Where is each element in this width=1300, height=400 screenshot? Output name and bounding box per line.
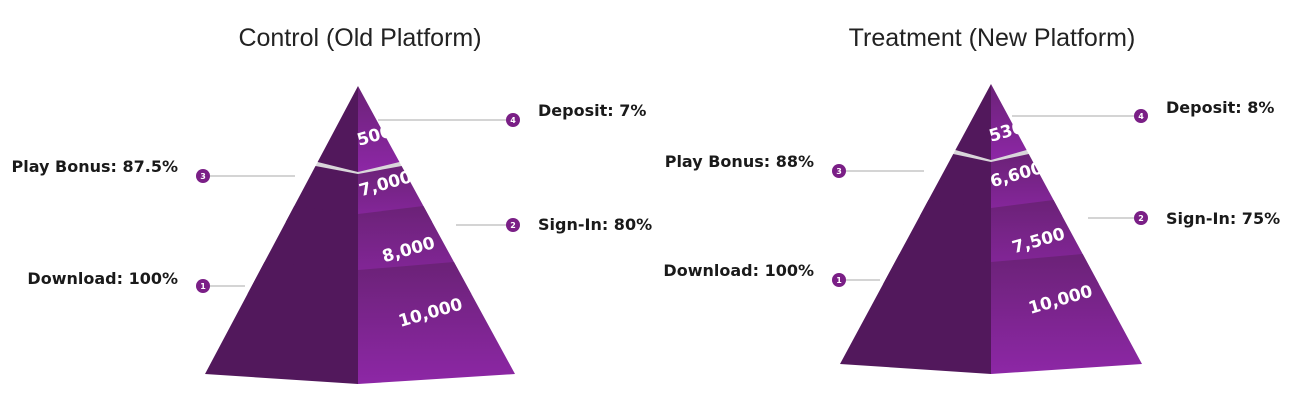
tier-left-face [840,254,991,374]
stage-label: Play Bonus: 87.5% [12,157,178,176]
step-badge-number: 4 [510,116,516,125]
stage-label: Play Bonus: 88% [665,152,814,171]
tier-left-face [317,86,358,172]
step-badge [1134,109,1148,123]
tier-right-face [991,84,1027,160]
stage-label: Sign-In: 80% [538,215,652,234]
stage-label: Deposit: 7% [538,101,646,120]
step-badge-number: 3 [200,172,206,181]
step-badge-number: 4 [1138,112,1144,121]
step-badge [506,218,520,232]
chart-title-control: Control (Old Platform) [238,24,482,52]
step-badge-number: 2 [1138,214,1144,223]
tier-download [840,254,1142,374]
tier-deposit [317,86,400,172]
stage-label: Download: 100% [663,261,814,280]
step-badge [196,169,210,183]
stage-label: Download: 100% [27,269,178,288]
tier-download [205,262,515,384]
step-badge-number: 1 [836,276,842,285]
stage-label: Deposit: 8% [1166,98,1274,117]
tier-right-face [358,262,515,384]
step-badge [196,279,210,293]
tier-right-face [991,254,1142,374]
step-badge [832,164,846,178]
chart-title-treatment: Treatment (New Platform) [848,24,1136,52]
tier-left-face [955,84,991,160]
tier-right-face [358,86,400,172]
tier-deposit [955,84,1027,160]
step-badge [506,113,520,127]
step-badge-number: 3 [836,167,842,176]
stage-label: Sign-In: 75% [1166,209,1280,228]
tier-left-face [205,262,358,384]
step-badge [832,273,846,287]
step-badge-number: 1 [200,282,206,291]
step-badge-number: 2 [510,221,516,230]
step-badge [1134,211,1148,225]
